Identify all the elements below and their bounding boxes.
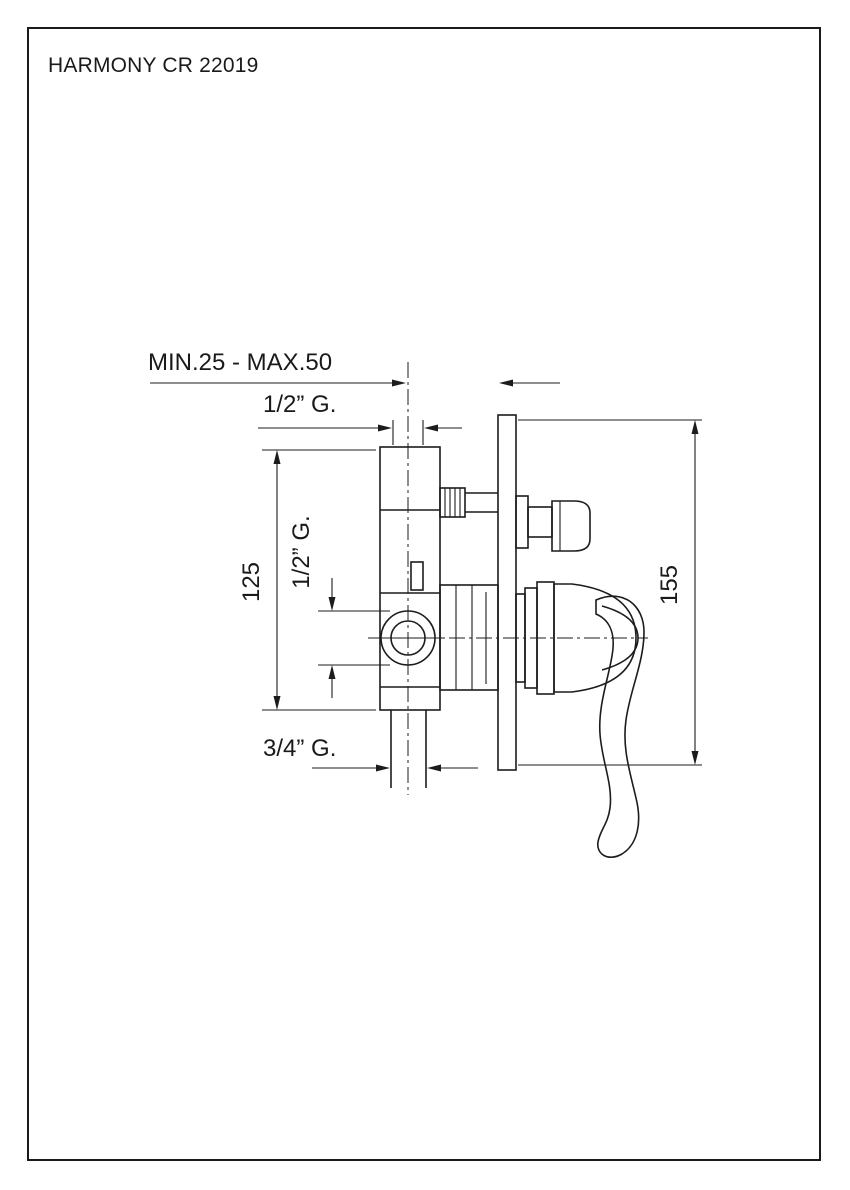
diverter-assembly (439, 487, 591, 552)
arrow-up-icon (691, 420, 699, 434)
dimension-top-connection: 1/2” G. (258, 391, 462, 445)
product-title: HARMONY CR 22019 (48, 54, 259, 77)
dimension-side-connection: 1/2” G. (288, 515, 390, 698)
top-connection-label: 1/2” G. (263, 391, 336, 418)
dimension-depth-range: MIN.25 - MAX.50 (148, 349, 560, 387)
bottom-connection-label: 3/4” G. (263, 735, 336, 762)
dimension-body-height: 125 (238, 449, 376, 711)
handle-lever (595, 595, 645, 858)
arrow-left-icon (424, 424, 438, 432)
arrow-up-icon (273, 450, 281, 464)
diverter-knob (551, 500, 591, 552)
arrow-down-icon (691, 751, 699, 765)
centerlines (368, 362, 648, 795)
arrow-down-icon (328, 597, 336, 611)
arrow-right-icon (376, 764, 390, 772)
dimension-plate-height: 155 (518, 419, 702, 766)
arrow-up-icon (328, 665, 336, 679)
border-frame (27, 27, 821, 1161)
depth-range-label: MIN.25 - MAX.50 (148, 349, 332, 376)
plate-height-label: 155 (656, 565, 683, 605)
body-height-label: 125 (238, 562, 265, 602)
arrow-down-icon (273, 696, 281, 710)
dimension-bottom-connection: 3/4” G. (263, 735, 478, 772)
wall-plate (497, 414, 517, 771)
arrow-left-icon (499, 379, 513, 387)
arrow-right-icon (378, 424, 392, 432)
arrow-left-icon (427, 764, 441, 772)
side-connection-label: 1/2” G. (288, 515, 315, 588)
arrow-right-icon (392, 379, 406, 387)
